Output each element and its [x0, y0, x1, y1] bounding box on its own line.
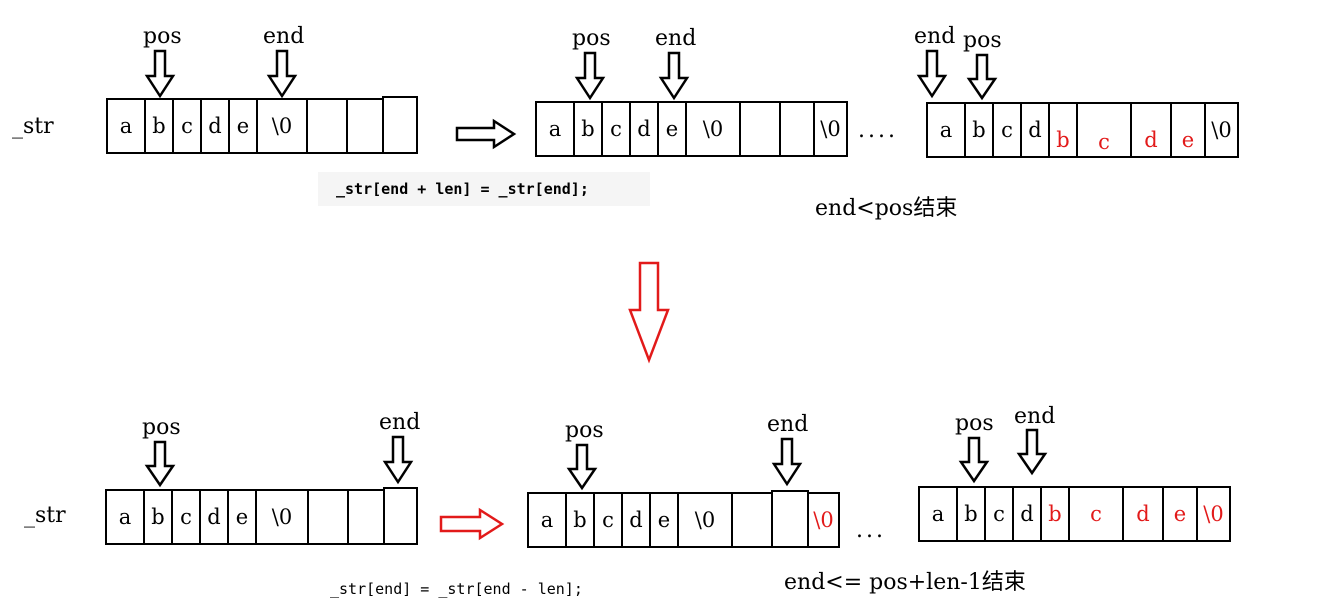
array-cell	[731, 492, 773, 548]
array-cell-highlight: c	[1068, 486, 1124, 542]
array-cell: \0	[256, 98, 308, 154]
array-cell: a	[535, 101, 575, 157]
pos-label: pos	[143, 24, 182, 49]
array-cell-highlight: e	[1170, 102, 1206, 158]
array-cell: c	[593, 492, 623, 548]
array-top-initial: a b c d e \0	[106, 96, 420, 154]
array-cell-highlight: d	[1122, 486, 1164, 542]
array-cell: d	[199, 489, 229, 545]
pos-pointer-arrow	[574, 51, 606, 101]
array-cell: \0	[1204, 102, 1239, 158]
array-cell: b	[144, 98, 174, 154]
array-top-step: a b c d e \0 \0	[535, 101, 850, 157]
array-cell	[307, 489, 349, 545]
pos-label: pos	[142, 415, 181, 440]
array-cell: \0	[677, 492, 733, 548]
array-cell-highlight: d	[1130, 102, 1172, 158]
right-arrow-icon	[455, 118, 517, 150]
array-cell: \0	[813, 101, 848, 157]
array-cell	[306, 98, 348, 154]
array-cell-highlight: b	[1040, 486, 1070, 542]
array-cell: a	[106, 98, 146, 154]
array-cell: a	[527, 492, 567, 548]
ellipsis: ....	[858, 118, 898, 143]
array-top-final: a b c d b c d e \0	[926, 102, 1241, 158]
pos-label: pos	[963, 28, 1002, 53]
array-cell: c	[992, 102, 1022, 158]
array-cell	[346, 98, 384, 154]
end-label: end	[655, 26, 697, 51]
array-cell: c	[172, 98, 202, 154]
array-bottom-final: a b c d b c d e \0	[918, 486, 1233, 542]
array-cell	[739, 101, 781, 157]
end-label: end	[767, 412, 809, 437]
array-cell: d	[1020, 102, 1050, 158]
array-cell: c	[984, 486, 1014, 542]
pos-pointer-arrow	[144, 440, 176, 488]
end-pointer-arrow	[266, 49, 298, 99]
end-pointer-arrow	[658, 51, 690, 101]
pos-pointer-arrow	[966, 53, 998, 101]
array-cell-highlight: \0	[807, 492, 840, 548]
array-cell-highlight: c	[1076, 102, 1132, 158]
pos-pointer-arrow	[144, 49, 176, 99]
end-pointer-arrow	[1016, 428, 1048, 476]
array-cell-highlight: b	[1048, 102, 1078, 158]
array-bottom-initial: a b c d e \0	[105, 487, 420, 545]
array-cell	[383, 487, 418, 545]
pos-label: pos	[572, 26, 611, 51]
end-label: end	[914, 24, 956, 49]
array-cell: c	[601, 101, 631, 157]
code-snippet-top: _str[end + len] = _str[end];	[318, 172, 650, 206]
array-cell: c	[171, 489, 201, 545]
array-cell: b	[565, 492, 595, 548]
str-label-top: _str	[12, 114, 54, 139]
array-cell: a	[918, 486, 958, 542]
array-cell: \0	[685, 101, 741, 157]
array-cell: b	[964, 102, 994, 158]
end-pointer-arrow	[382, 435, 414, 485]
down-arrow-icon	[628, 261, 670, 364]
array-cell-highlight: \0	[1196, 486, 1231, 542]
right-arrow-icon	[439, 507, 505, 541]
array-cell: d	[1012, 486, 1042, 542]
pos-label: pos	[955, 411, 994, 436]
pos-label: pos	[565, 418, 604, 443]
array-cell	[779, 101, 815, 157]
array-cell: d	[200, 98, 230, 154]
array-cell: e	[228, 98, 258, 154]
array-cell	[382, 96, 418, 154]
array-cell: \0	[255, 489, 309, 545]
code-snippet-bottom: _str[end] = _str[end - len];	[330, 580, 583, 598]
condition-bottom: end<= pos+len-1结束	[784, 570, 1026, 595]
array-cell: b	[143, 489, 173, 545]
end-pointer-arrow	[916, 49, 948, 99]
array-cell: a	[105, 489, 145, 545]
array-cell	[347, 489, 385, 545]
str-label-bottom: _str	[24, 503, 66, 528]
array-cell: d	[629, 101, 659, 157]
array-cell: d	[621, 492, 651, 548]
pos-pointer-arrow	[566, 443, 598, 491]
condition-top: end<pos结束	[815, 196, 958, 221]
end-label: end	[1014, 404, 1056, 429]
end-label: end	[379, 410, 421, 435]
end-pointer-arrow	[771, 437, 803, 487]
ellipsis: ...	[856, 518, 886, 543]
array-cell: e	[227, 489, 257, 545]
array-cell-highlight: e	[1162, 486, 1198, 542]
array-cell: b	[573, 101, 603, 157]
array-cell: a	[926, 102, 966, 158]
pos-pointer-arrow	[958, 436, 990, 484]
array-cell	[771, 490, 809, 548]
array-bottom-step: a b c d e \0 \0	[527, 490, 842, 548]
end-label: end	[263, 24, 305, 49]
array-cell: e	[649, 492, 679, 548]
array-cell: b	[956, 486, 986, 542]
array-cell: e	[657, 101, 687, 157]
